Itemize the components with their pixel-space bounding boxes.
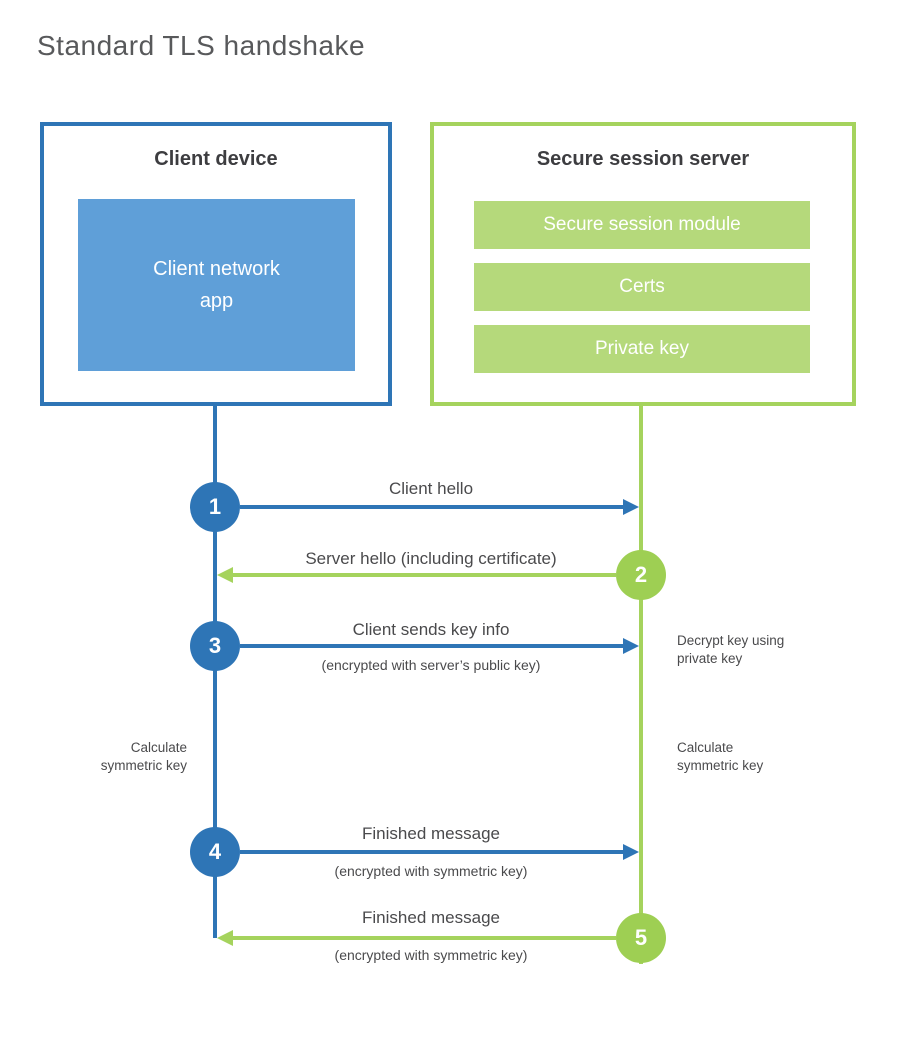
- message-label-4: Finished message: [362, 824, 500, 843]
- arrowhead-right-icon: [623, 499, 639, 515]
- client-network-app-box: Client network app: [78, 199, 355, 371]
- note-calculate-symmetric-key-client: Calculate symmetric key: [100, 740, 187, 773]
- server-module-secure-session: Secure session module: [474, 201, 810, 249]
- step-circle-1: 1: [190, 482, 240, 532]
- message-sublabel-5: (encrypted with symmetric key): [334, 947, 528, 963]
- step-circle-2: 2: [616, 550, 666, 600]
- client-device-title: Client device: [154, 148, 278, 170]
- server-module-certs: Certs: [474, 263, 810, 311]
- step-circle-5: 5: [616, 913, 666, 963]
- message-sublabel-4: (encrypted with symmetric key): [334, 863, 528, 879]
- note-calculate-symmetric-key-server: Calculate symmetric key: [677, 740, 764, 773]
- server-title: Secure session server: [536, 148, 750, 170]
- message-arrow-4: [240, 850, 623, 854]
- message-label-2: Server hello (including certificate): [305, 549, 557, 568]
- arrowhead-right-icon: [623, 638, 639, 654]
- message-arrow-5: [233, 936, 616, 940]
- server-module-private-key: Private key: [474, 325, 810, 373]
- client-lifeline: [213, 406, 217, 938]
- arrowhead-left-icon: [217, 567, 233, 583]
- arrowhead-right-icon: [623, 844, 639, 860]
- diagram-title: Standard TLS handshake: [37, 30, 366, 61]
- step-circle-4: 4: [190, 827, 240, 877]
- step-circle-3: 3: [190, 621, 240, 671]
- message-label-3: Client sends key info: [352, 620, 510, 639]
- note-decrypt-key: Decrypt key using private key: [677, 633, 785, 666]
- message-label-1: Client hello: [388, 479, 474, 498]
- client-network-app-label: Client network app: [153, 258, 280, 312]
- arrowhead-left-icon: [217, 930, 233, 946]
- server-lifeline: [639, 406, 643, 964]
- message-sublabel-3: (encrypted with server’s public key): [321, 657, 541, 673]
- message-arrow-1: [240, 505, 623, 509]
- message-arrow-3: [240, 644, 623, 648]
- message-arrow-2: [233, 573, 616, 577]
- message-label-5: Finished message: [362, 908, 500, 927]
